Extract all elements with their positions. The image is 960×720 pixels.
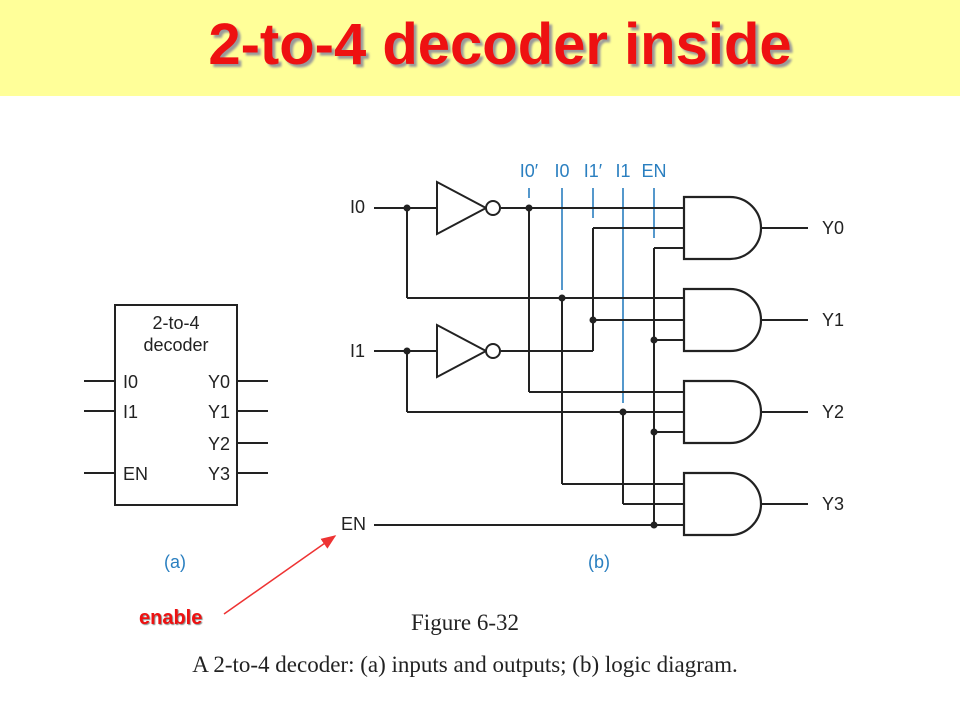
and-gate-y2 — [682, 379, 763, 445]
input-label-en: EN — [341, 514, 366, 534]
block-output-y3: Y3 — [208, 464, 230, 484]
output-label-y0: Y0 — [822, 218, 844, 238]
decoder-block — [114, 304, 238, 506]
inverter-i0 — [436, 180, 489, 236]
block-input-en: EN — [123, 464, 148, 484]
panel-label-a: (a) — [164, 552, 186, 572]
enable-arrow — [223, 535, 337, 615]
block-input-i1: I1 — [123, 402, 138, 422]
and-gate-y0 — [682, 195, 763, 261]
panel-label-b: (b) — [588, 552, 610, 572]
figure-description: A 2-to-4 decoder: (a) inputs and outputs… — [192, 652, 738, 677]
bus-label-i0: I0 — [554, 161, 569, 181]
block-name-line2: decoder — [143, 335, 208, 355]
and-gates — [682, 195, 763, 537]
input-label-i0: I0 — [350, 197, 365, 217]
bus-label-i1-not: I1′ — [584, 161, 603, 181]
junction-dots — [403, 204, 658, 529]
input-label-i1: I1 — [350, 341, 365, 361]
title-band — [0, 0, 960, 96]
block-input-i0: I0 — [123, 372, 138, 392]
output-label-y1: Y1 — [822, 310, 844, 330]
figure-caption: Figure 6-32 — [411, 610, 519, 635]
block-output-y0: Y0 — [208, 372, 230, 392]
output-label-y3: Y3 — [822, 494, 844, 514]
enable-annotation: enable — [139, 607, 203, 629]
bus-label-i1: I1 — [615, 161, 630, 181]
not-gates — [436, 180, 501, 379]
bus-label-en: EN — [641, 161, 666, 181]
bus-label-i0-not: I0′ — [520, 161, 539, 181]
wires — [374, 207, 808, 526]
and-gate-y1 — [682, 287, 763, 353]
block-output-y2: Y2 — [208, 434, 230, 454]
bus-markers — [528, 188, 655, 403]
output-label-y2: Y2 — [822, 402, 844, 422]
inverter-i1 — [436, 323, 489, 379]
inverter-i0-bubble — [485, 200, 501, 216]
block-output-y1: Y1 — [208, 402, 230, 422]
inverter-i1-bubble — [485, 343, 501, 359]
and-gate-y3 — [682, 471, 763, 537]
slide-title: 2-to-4 decoder inside — [208, 12, 792, 77]
block-name-line1: 2-to-4 — [152, 313, 199, 333]
decoder-block-diagram — [84, 304, 268, 506]
